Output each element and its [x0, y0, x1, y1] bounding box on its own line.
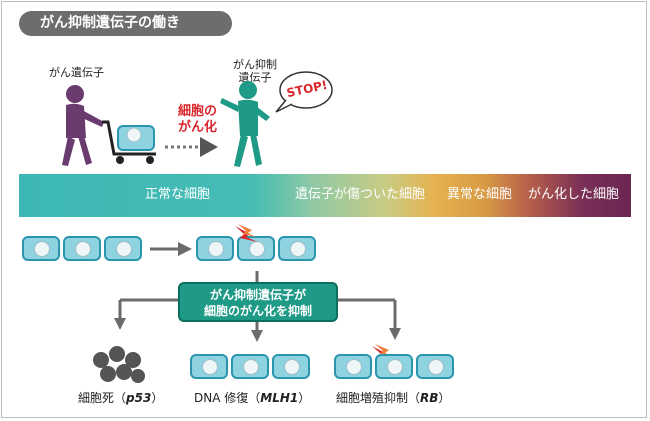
branch-connectors	[114, 298, 401, 342]
row-arrow-icon	[150, 242, 192, 256]
growth-suppression-cell-1	[334, 354, 372, 379]
oncogene-label: がん遺伝子	[49, 66, 104, 79]
cell-cancer-label-line1: 細胞の	[178, 104, 218, 119]
outcome-growth-suppression-gene: RB	[420, 391, 439, 405]
tumor-suppressor-person-icon	[220, 81, 270, 167]
dna-repair-cell-1	[190, 354, 228, 379]
normal-cell-2	[63, 236, 101, 261]
bar-cancer-label: がん化した細胞	[528, 187, 620, 202]
cart-icon	[102, 120, 156, 164]
suppression-box-line1: がん抑制遺伝子が	[209, 288, 306, 302]
suppression-box: がん抑制遺伝子が 細胞のがん化を抑制	[178, 282, 338, 322]
cell-cancer-label-line2: がん化	[178, 120, 218, 135]
outcome-apoptosis-label: 細胞死（p53）	[78, 389, 163, 406]
outcome-apoptosis-gene: p53	[126, 391, 152, 405]
tumor-suppressor-label-line2: 遺伝子	[238, 71, 272, 84]
apoptosis-cells-icon	[93, 346, 145, 383]
growth-suppression-cell-3	[416, 354, 454, 379]
damage-lightning-icon	[235, 224, 258, 242]
outcome-apoptosis-close: ）	[151, 391, 164, 405]
bar-normal-label: 正常な細胞	[145, 187, 211, 202]
tumor-suppressor-label-line1: がん抑制	[233, 58, 277, 71]
normal-cell-3	[104, 236, 142, 261]
figures-illustration	[62, 71, 333, 167]
cell-cancer-label: 細胞の がん化	[178, 104, 217, 136]
damaged-row-cell-3	[278, 236, 316, 261]
dna-repair-cell-3	[272, 354, 310, 379]
outcome-dna-repair-gene: MLH1	[260, 391, 299, 405]
outcome-growth-suppression-text: 細胞増殖抑制（	[336, 391, 421, 405]
outcome-apoptosis-text: 細胞死（	[78, 391, 127, 405]
outcome-dna-repair-text: DNA 修復（	[194, 391, 261, 405]
normal-cell-1	[22, 236, 60, 261]
outcome-dna-repair-close: ）	[298, 391, 311, 405]
outcome-growth-suppression-label: 細胞増殖抑制（RB）	[336, 389, 450, 406]
oncogene-person-icon	[62, 85, 104, 166]
suppression-box-line2: 細胞のがん化を抑制	[203, 304, 312, 318]
dotted-arrow-icon	[165, 137, 218, 157]
diagram-title: がん抑制遺伝子の働き	[19, 11, 232, 36]
outcome-dna-repair-label: DNA 修復（MLH1）	[194, 389, 310, 406]
cell-progression-bar: 正常な細胞 遺伝子が傷ついた細胞 異常な細胞 がん化した細胞	[19, 174, 631, 217]
outcome-growth-suppression-close: ）	[438, 391, 451, 405]
damaged-row-cell-1	[196, 236, 234, 261]
tumor-suppressor-label: がん抑制 遺伝子	[232, 58, 278, 84]
stop-bubble-icon	[275, 71, 333, 113]
dna-repair-cell-2	[231, 354, 269, 379]
bar-abnormal-label: 異常な細胞	[447, 187, 513, 202]
growth-suppression-cell-2	[375, 354, 413, 379]
bar-damaged-label: 遺伝子が傷ついた細胞	[295, 187, 426, 202]
